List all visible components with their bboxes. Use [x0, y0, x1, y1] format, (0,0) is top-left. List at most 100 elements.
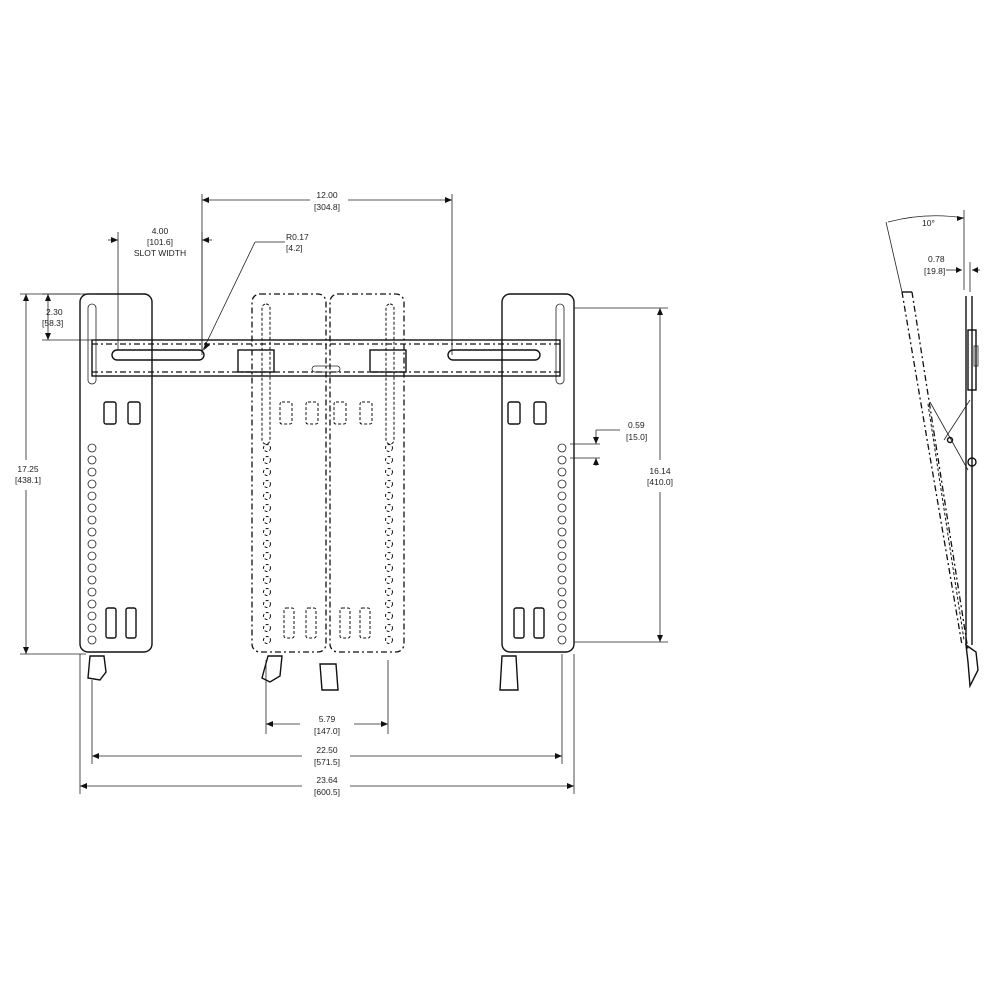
dim-inner-width: 5.79 — [319, 714, 336, 724]
mounting-hole — [87, 611, 97, 621]
mounting-hole — [87, 491, 97, 501]
mounting-hole — [263, 576, 271, 584]
mounting-hole — [263, 480, 271, 488]
dim-hole-span-metric: [410.0] — [647, 477, 673, 487]
mounting-hole — [557, 611, 567, 621]
mounting-hole — [87, 563, 97, 573]
dim-radius-metric: [4.2] — [286, 243, 303, 253]
mounting-hole — [87, 455, 97, 465]
dim-radius: R0.17 — [286, 232, 309, 242]
front-view: 12.00 [304.8] 4.00 [101.6] SLOT WIDTH R0… — [15, 190, 673, 797]
dim-slot-width-metric: [101.6] — [147, 237, 173, 247]
dim-top-offset-metric: [58.3] — [42, 318, 63, 328]
center-arms — [251, 293, 405, 691]
mounting-hole — [557, 563, 567, 573]
mounting-hole — [385, 504, 393, 512]
mounting-hole — [557, 443, 567, 453]
mounting-hole — [263, 516, 271, 524]
mounting-hole — [263, 552, 271, 560]
mounting-hole — [87, 623, 97, 633]
mounting-hole — [385, 624, 393, 632]
mounting-hole — [87, 503, 97, 513]
arrowheads — [23, 197, 663, 789]
mounting-hole — [557, 539, 567, 549]
mounting-hole — [263, 528, 271, 536]
mounting-hole — [557, 515, 567, 525]
mounting-hole — [87, 443, 97, 453]
mounting-hole — [385, 480, 393, 488]
mounting-hole — [385, 576, 393, 584]
mounting-hole — [263, 444, 271, 452]
mounting-hole — [557, 587, 567, 597]
mounting-hole — [385, 492, 393, 500]
dim-tilt-angle: 10° — [922, 218, 935, 228]
mounting-hole — [385, 468, 393, 476]
left-arm — [79, 293, 153, 681]
dim-hole-pitch: 0.59 — [628, 420, 645, 430]
mounting-hole — [557, 491, 567, 501]
mounting-hole — [263, 504, 271, 512]
mounting-hole — [385, 540, 393, 548]
mounting-hole — [87, 635, 97, 645]
mounting-hole — [263, 588, 271, 596]
mounting-hole — [385, 636, 393, 644]
mounting-hole — [557, 623, 567, 633]
mounting-hole — [87, 551, 97, 561]
mounting-hole — [87, 539, 97, 549]
dim-overall-width: 23.64 — [316, 775, 338, 785]
mounting-hole — [263, 540, 271, 548]
mounting-hole — [263, 468, 271, 476]
dim-overall-width-metric: [600.5] — [314, 787, 340, 797]
mounting-hole — [385, 612, 393, 620]
dim-top-offset: 2.30 — [46, 307, 63, 317]
mounting-hole — [557, 455, 567, 465]
mounting-hole — [263, 636, 271, 644]
mounting-hole — [385, 528, 393, 536]
dim-slot-width-label: SLOT WIDTH — [134, 248, 186, 258]
mounting-hole — [557, 635, 567, 645]
dimension-labels: 12.00 [304.8] 4.00 [101.6] SLOT WIDTH R0… — [15, 190, 673, 797]
mounting-hole — [385, 516, 393, 524]
dim-max-width-metric: [571.5] — [314, 757, 340, 767]
mounting-hole — [385, 600, 393, 608]
dimension-lines — [20, 194, 668, 794]
dim-hole-pitch-metric: [15.0] — [626, 432, 647, 442]
mounting-hole — [87, 599, 97, 609]
mounting-hole — [385, 588, 393, 596]
mounting-hole — [263, 456, 271, 464]
mounting-hole — [557, 467, 567, 477]
mounting-hole — [263, 492, 271, 500]
mounting-hole — [557, 575, 567, 585]
dim-depth-metric: [19.8] — [924, 266, 945, 276]
dim-rail-spacing-metric: [304.8] — [314, 202, 340, 212]
dim-hole-span: 16.14 — [649, 466, 671, 476]
dim-inner-width-metric: [147.0] — [314, 726, 340, 736]
mounting-hole — [87, 479, 97, 489]
mounting-hole — [87, 467, 97, 477]
mounting-hole — [385, 444, 393, 452]
mounting-hole — [385, 552, 393, 560]
mounting-hole — [87, 575, 97, 585]
mounting-hole — [87, 515, 97, 525]
dim-rail-spacing: 12.00 — [316, 190, 338, 200]
mounting-hole — [87, 587, 97, 597]
mounting-hole — [557, 503, 567, 513]
mounting-hole — [263, 600, 271, 608]
mounting-hole — [263, 624, 271, 632]
mounting-hole — [263, 564, 271, 572]
dim-depth: 0.78 — [928, 254, 945, 264]
dim-overall-height: 17.25 — [17, 464, 39, 474]
right-arm — [499, 293, 575, 691]
dim-overall-height-metric: [438.1] — [15, 475, 41, 485]
mounting-hole — [385, 564, 393, 572]
side-view: 10° 0.78 [19.8] — [885, 210, 980, 689]
mounting-hole — [263, 612, 271, 620]
mounting-hole — [557, 527, 567, 537]
wall-rail — [91, 339, 561, 377]
mounting-hole — [557, 479, 567, 489]
mounting-hole — [385, 456, 393, 464]
mounting-hole — [557, 551, 567, 561]
dim-max-width: 22.50 — [316, 745, 338, 755]
mounting-hole — [87, 527, 97, 537]
